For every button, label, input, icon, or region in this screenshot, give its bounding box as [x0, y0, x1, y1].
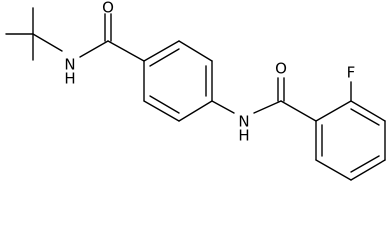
atom-fluorine: F	[347, 64, 356, 82]
bond-ring2-a	[315, 100, 352, 122]
bond-ring2-inner-1	[350, 108, 380, 126]
bond-ring-to-nh-2	[211, 100, 235, 114]
bond-ring1-e	[143, 100, 180, 122]
atom-nh-2-n: N	[238, 113, 249, 131]
bond-nh-to-carbonyl-1	[79, 40, 109, 58]
bond-ring1-inner-3	[149, 95, 180, 114]
amide-group-1: N H O	[64, 0, 145, 88]
bond-ring1-a	[143, 40, 180, 62]
central-benzene-ring	[143, 40, 213, 122]
bond-ring1-b	[178, 40, 213, 62]
bond-ring2-e	[315, 159, 352, 181]
bond-tbutyl-to-nh	[32, 33, 63, 52]
atom-oxygen-2: O	[275, 60, 287, 78]
atom-nh-1-n: N	[64, 56, 75, 74]
bond-ring2-d	[350, 159, 386, 181]
atom-nh-1-h: H	[64, 70, 75, 88]
atom-oxygen-1: O	[102, 0, 114, 17]
atom-nh-2-h: H	[238, 127, 249, 145]
bond-ring2-inner-2	[350, 155, 380, 173]
bond-carbonyl-1-to-ring	[107, 40, 145, 62]
tert-butyl-group	[5, 7, 63, 61]
bond-nh-2-to-carbonyl-2	[253, 100, 282, 114]
bond-carbonyl-2-to-ring	[280, 100, 317, 122]
bond-ring2-b	[350, 100, 386, 122]
bond-ring1-d	[178, 100, 213, 122]
fluorophenyl-ring: F	[315, 64, 386, 181]
amide-group-2: N H O	[211, 60, 317, 145]
bond-ring1-inner-1	[149, 48, 180, 67]
molecule-structure-diagram: N H O N H O F	[5, 0, 386, 181]
